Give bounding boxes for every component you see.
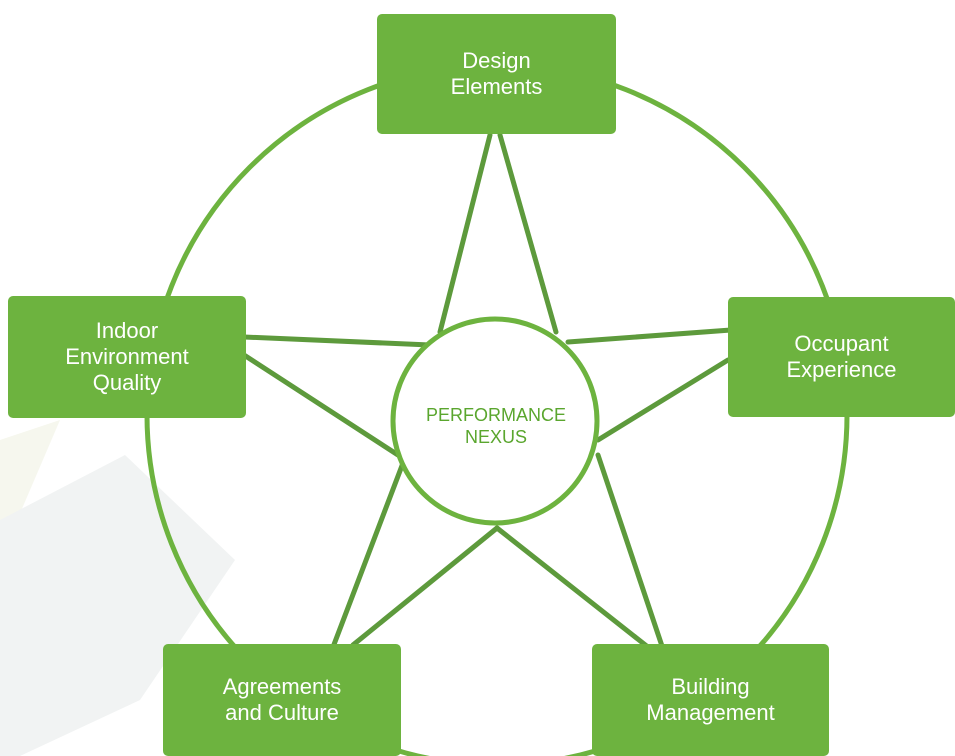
node-occupant-experience: Occupant Experience [728,297,955,417]
node-building-management: Building Management [592,644,829,756]
node-design-elements: Design Elements [377,14,616,134]
star-line [350,525,500,648]
star-line [595,452,668,658]
hub-label: PERFORMANCE NEXUS [425,405,566,447]
star-lines [241,132,734,658]
star-line [497,132,559,335]
star-line [595,357,731,443]
star-line [494,525,661,658]
star-line [327,460,406,658]
hub-circle [390,316,600,526]
background-wash-shape [0,455,235,756]
star-line [437,132,493,335]
node-agreements-and-culture: Agreements and Culture [163,644,401,756]
star-line [241,352,401,458]
star-line [565,327,734,345]
node-indoor-environment-quality: Indoor Environment Quality [8,296,246,418]
star-line [241,334,433,348]
